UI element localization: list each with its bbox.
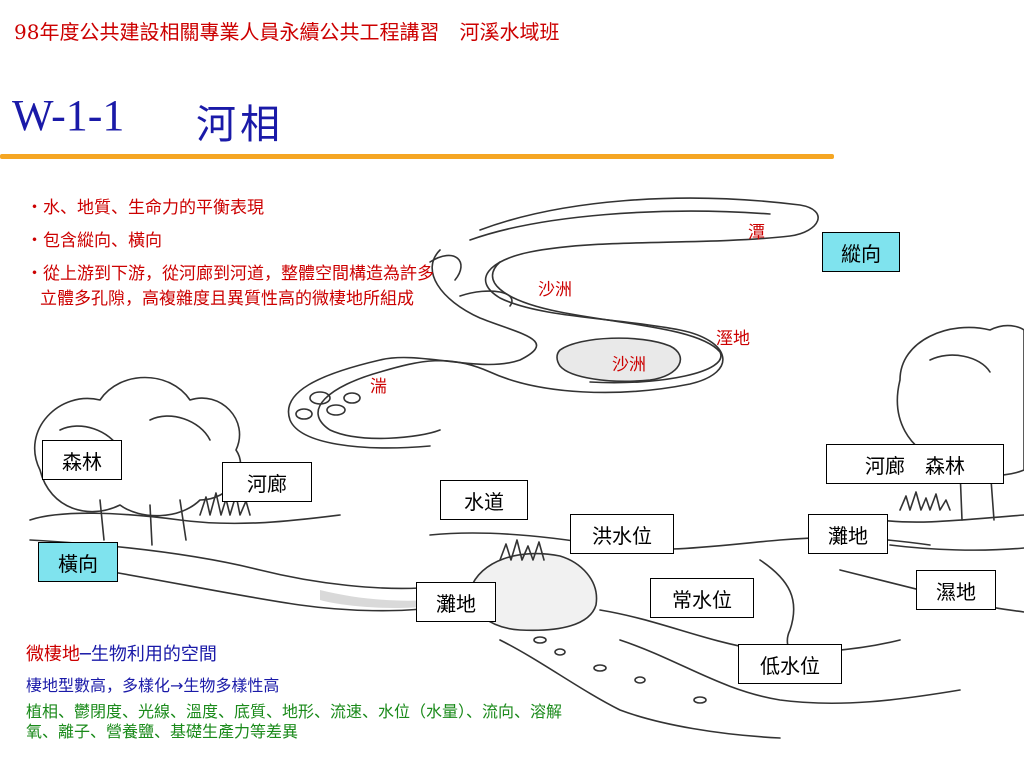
footer-term-def: ─生物利用的空間	[80, 644, 217, 665]
label-low-level: 低水位	[738, 644, 842, 684]
bullet-item: 水、地質、生命力的平衡表現	[26, 196, 446, 221]
annotation-sandbar: 沙洲	[612, 355, 646, 375]
label-beach-left: 灘地	[416, 582, 496, 622]
label-longitudinal: 縱向	[822, 232, 900, 272]
bullet-item: 包含縱向、橫向	[26, 229, 446, 254]
footer-heading: 微棲地─生物利用的空間	[26, 640, 586, 666]
annotation-trench: 溼地	[716, 329, 750, 349]
bullet-item: 從上游到下游，從河廊到河道，整體空間構造為許多立體多孔隙，高複雜度且異質性高的微…	[26, 262, 446, 312]
label-forest-left: 森林	[42, 440, 122, 480]
footer-line: 植相、鬱閉度、光線、溫度、底質、地形、流速、水位（水量）、流向、溶解氧、離子、營…	[26, 702, 563, 741]
slide-code: W-1-1	[12, 91, 125, 140]
label-corridor-left: 河廊	[222, 462, 312, 502]
footer-line: 棲地型數高，多樣化→生物多樣性高	[26, 676, 280, 695]
annotation-sandbar: 沙洲	[538, 280, 572, 300]
label-transverse: 橫向	[38, 542, 118, 582]
label-channel: 水道	[440, 480, 528, 520]
annotation-rapids: 湍	[370, 377, 387, 397]
label-corridor-forest-right: 河廊 森林	[826, 444, 1004, 484]
footer-notes: 微棲地─生物利用的空間 棲地型數高，多樣化→生物多樣性高 植相、鬱閉度、光線、溫…	[26, 640, 586, 742]
slide-title: 河相	[196, 102, 284, 148]
label-wetland: 濕地	[916, 570, 996, 610]
bullet-list: 水、地質、生命力的平衡表現 包含縱向、橫向 從上游到下游，從河廊到河道，整體空間…	[26, 196, 446, 320]
footer-term: 微棲地	[26, 644, 80, 665]
label-beach-right: 灘地	[808, 514, 888, 554]
title-underline	[0, 154, 834, 159]
label-normal-level: 常水位	[650, 578, 754, 618]
course-title: 98年度公共建設相關專業人員永續公共工程講習 河溪水域班	[14, 20, 560, 44]
annotation-pool: 潭	[748, 223, 765, 243]
label-flood-level: 洪水位	[570, 514, 674, 554]
